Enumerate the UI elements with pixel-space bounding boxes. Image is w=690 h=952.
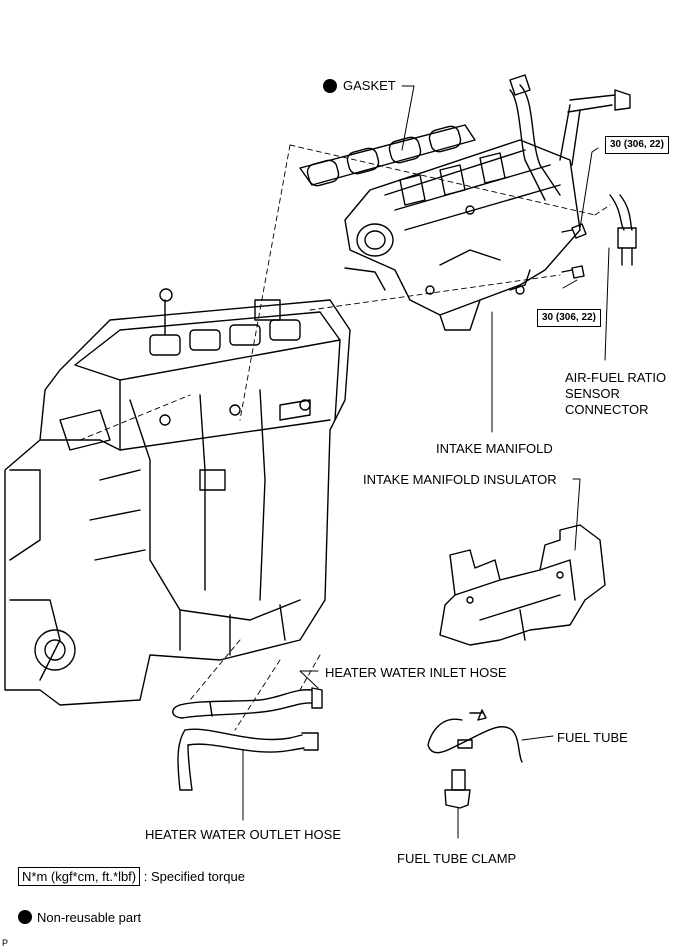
legend-nonreusable-text: Non-reusable part (37, 910, 142, 925)
air-fuel-sensor-connector-part (609, 194, 637, 266)
fuel-tube-part (427, 709, 523, 763)
legend-torque: N*m (kgf*cm, ft.*lbf) : Specified torque (18, 867, 245, 886)
legend-torque-unit: N*m (kgf*cm, ft.*lbf) (18, 867, 141, 886)
label-fuel-tube: FUEL TUBE (557, 730, 628, 745)
label-heater-outlet: HEATER WATER OUTLET HOSE (145, 827, 341, 842)
torque-spec-upper: 30 (306, 22) (605, 136, 669, 154)
intake-manifold-part (344, 74, 631, 331)
label-af-sensor-line2: SENSOR (565, 386, 620, 401)
label-gasket: GASKET (343, 78, 396, 93)
label-insulator: INTAKE MANIFOLD INSULATOR (363, 472, 557, 487)
label-intake-manifold: INTAKE MANIFOLD (436, 441, 553, 456)
label-af-sensor-line1: AIR-FUEL RATIO (565, 370, 667, 385)
nonreusable-dot-icon (18, 910, 32, 924)
gasket-nonreusable-dot (323, 79, 337, 93)
bolt-upper (561, 223, 587, 239)
label-fuel-tube-clamp: FUEL TUBE CLAMP (397, 851, 517, 866)
legend-torque-desc: : Specified torque (143, 869, 245, 884)
heater-water-outlet-hose-part (177, 728, 319, 791)
label-heater-inlet: HEATER WATER INLET HOSE (325, 665, 507, 680)
label-af-sensor-line3: CONNECTOR (565, 402, 649, 417)
intake-manifold-insulator-part (439, 524, 606, 646)
heater-water-inlet-hose-part (172, 687, 323, 719)
engine-block (4, 288, 351, 706)
gasket-part (299, 124, 476, 187)
fuel-tube-clamp-part (444, 769, 471, 809)
alignment-lines (79, 144, 611, 731)
bolt-lower (561, 265, 585, 279)
corner-mark: P (2, 938, 9, 948)
torque-spec-lower: 30 (306, 22) (537, 309, 601, 327)
leader-lines (242, 85, 610, 839)
legend-nonreusable: Non-reusable part (18, 910, 141, 925)
